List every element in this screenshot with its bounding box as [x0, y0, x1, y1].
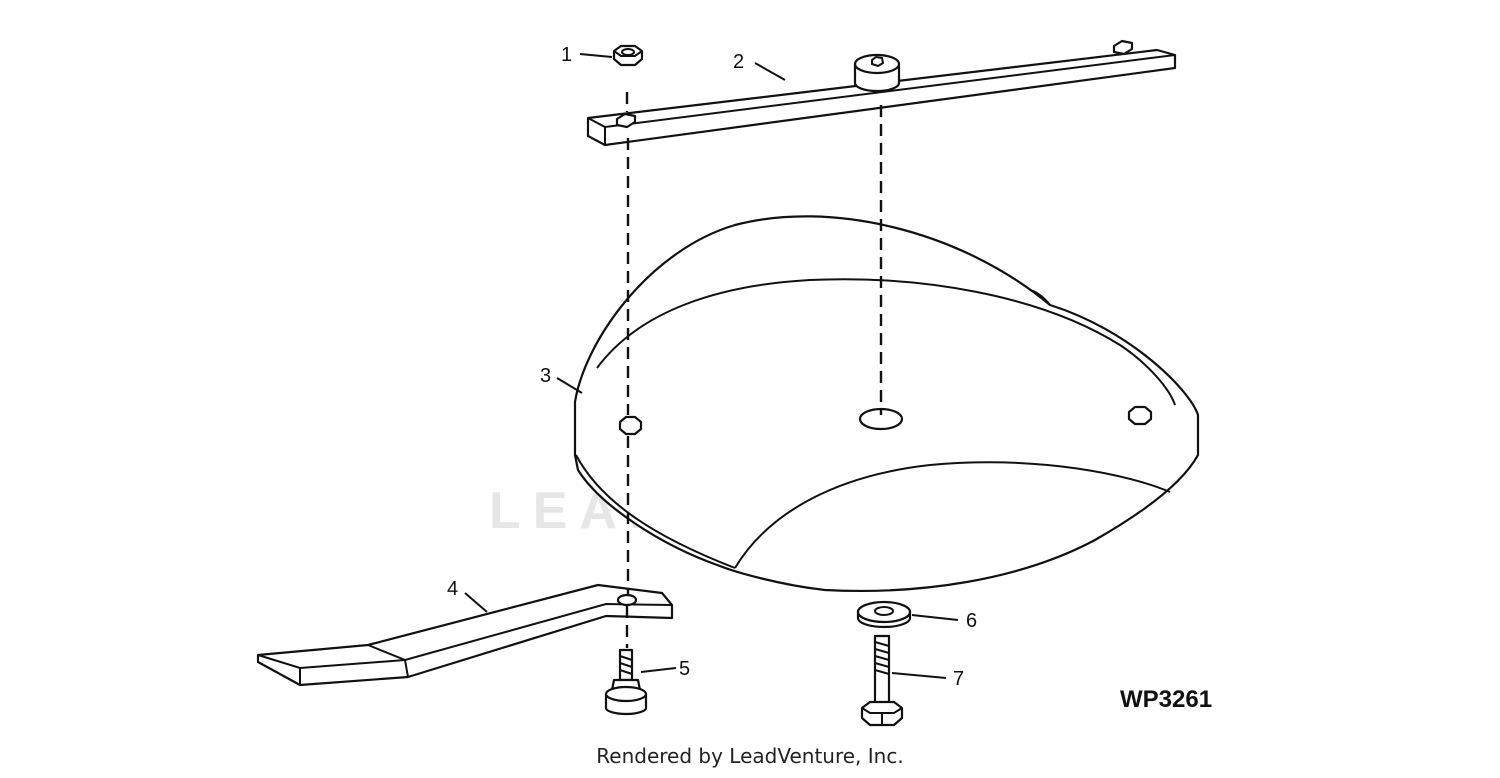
- callout-7: 7: [953, 668, 964, 690]
- callouts: 1 2 3 4 5 6 7: [447, 44, 977, 690]
- leader-lines: [464, 53, 959, 679]
- assembly-lines: [625, 92, 883, 648]
- part-4-blade: [256, 583, 674, 687]
- callout-1: 1: [561, 44, 572, 66]
- part-2-bar: [586, 39, 1177, 147]
- callout-5: 5: [679, 658, 690, 680]
- part-3-deflector: [573, 215, 1200, 593]
- part-6-washer: [856, 600, 912, 629]
- part-7-bolt: [860, 634, 904, 727]
- part-1-nut: [612, 44, 644, 67]
- callout-4: 4: [447, 578, 458, 600]
- callout-2: 2: [733, 51, 744, 73]
- part-5-bolt: [604, 648, 648, 716]
- footer-credit: Rendered by LeadVenture, Inc.: [596, 744, 904, 768]
- callout-6: 6: [966, 610, 977, 632]
- callout-3: 3: [540, 365, 551, 387]
- figure-id: WP3261: [1120, 686, 1212, 713]
